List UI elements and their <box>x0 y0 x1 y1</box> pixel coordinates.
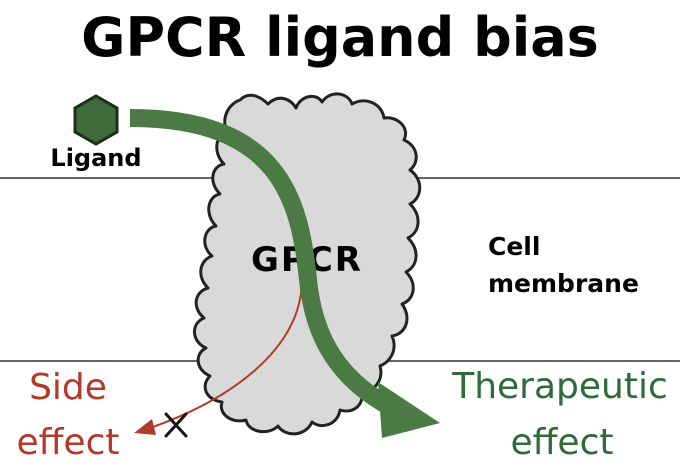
ligand-label: Ligand <box>50 144 141 172</box>
therapeutic-arrow-path <box>129 109 397 416</box>
therapeutic-effect-label-line2: effect <box>510 422 613 463</box>
x-mark-icon <box>164 412 188 438</box>
side-effect-arrow-path <box>149 281 303 429</box>
membrane-label: membrane <box>488 269 639 298</box>
therapeutic-arrowhead <box>378 382 440 438</box>
side-effect-label-line1: Side <box>29 367 107 408</box>
side-effect-arrowhead <box>134 419 156 435</box>
side-effect-label-line2: effect <box>16 422 119 463</box>
diagram-title: GPCR ligand bias <box>81 6 599 69</box>
hexagon-icon <box>73 94 119 146</box>
therapeutic-effect-label-line1: Therapeutic <box>451 366 668 407</box>
cell-label: Cell <box>488 232 540 261</box>
